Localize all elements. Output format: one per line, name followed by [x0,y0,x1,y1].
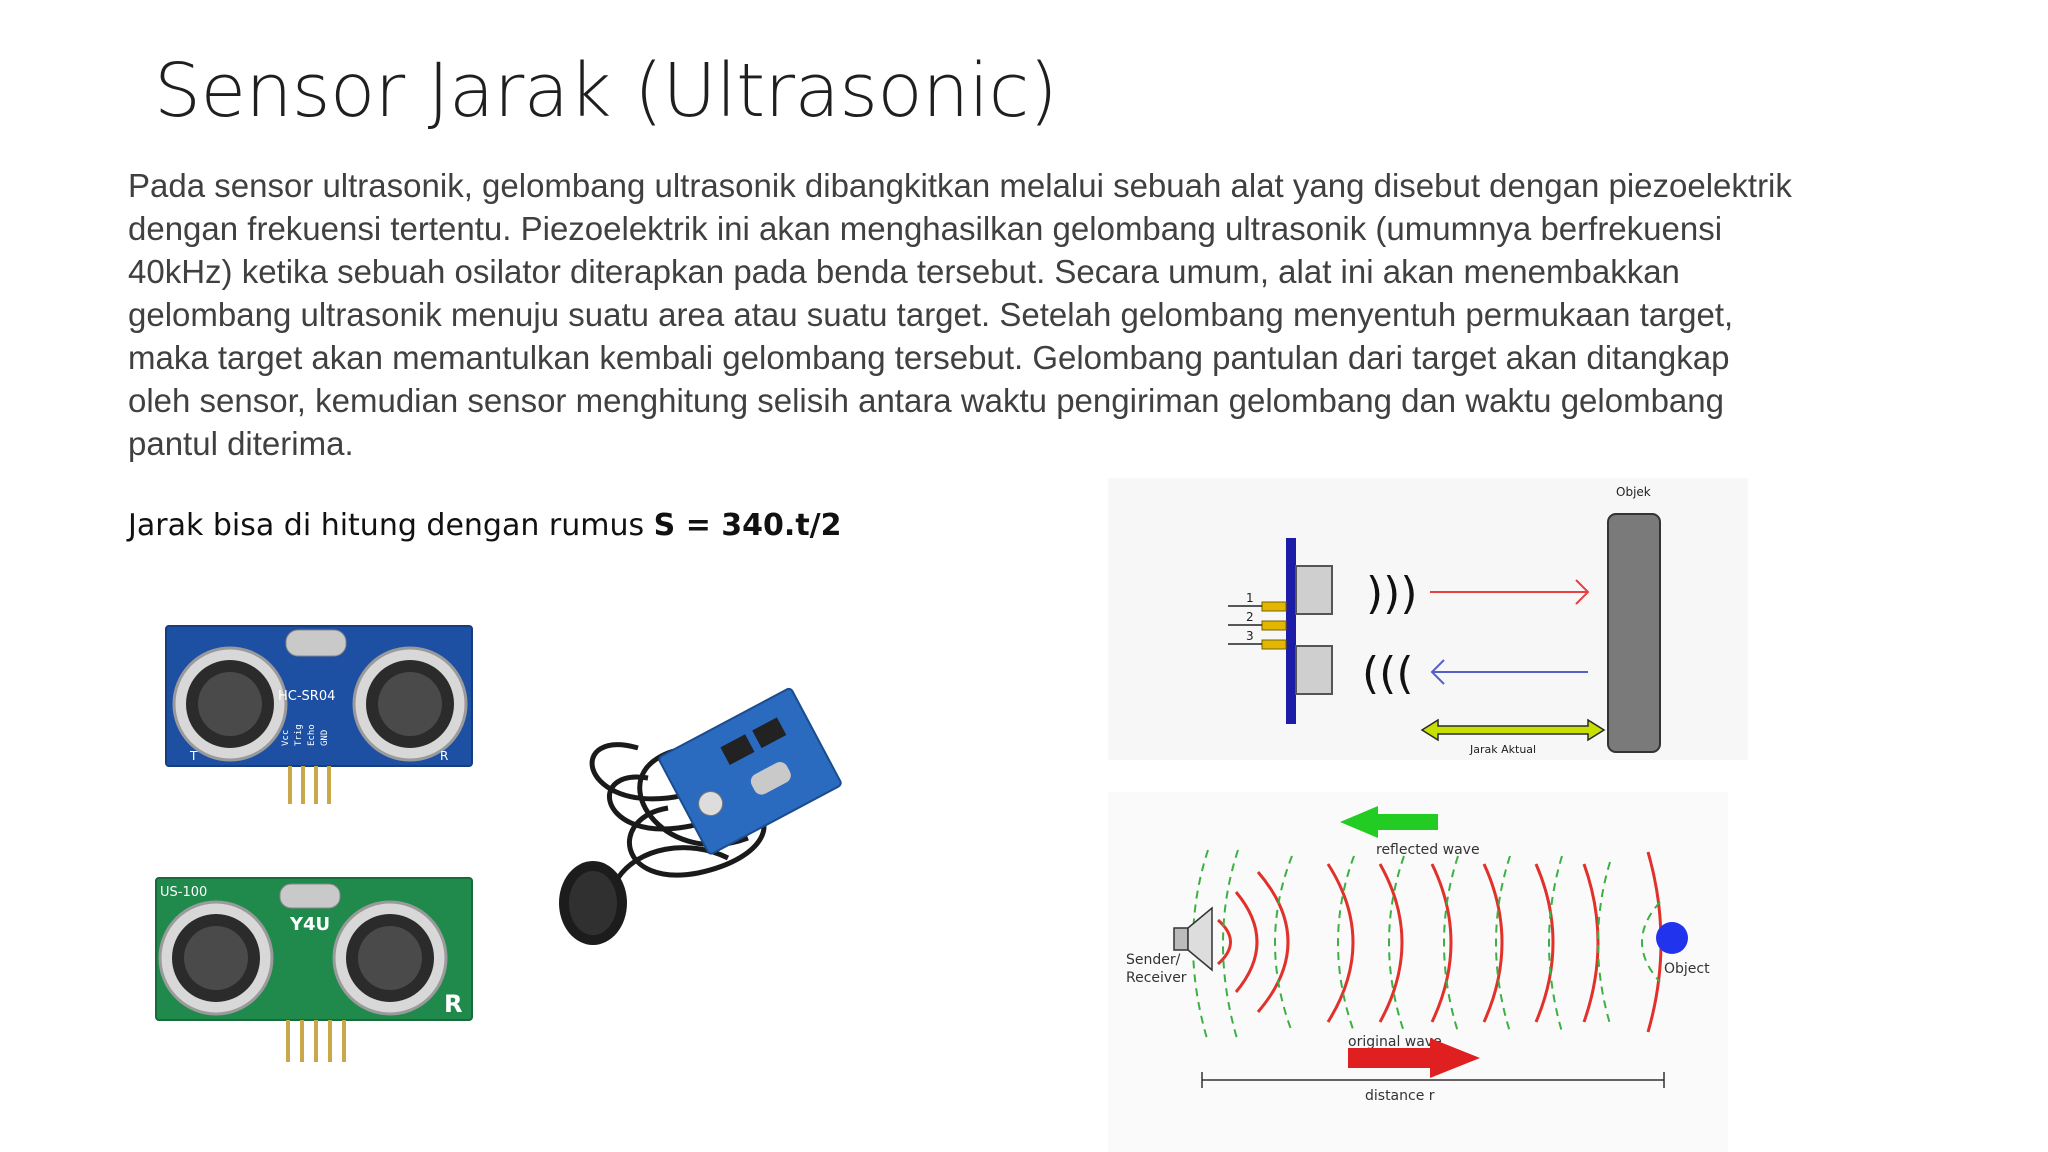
receiver-label: Receiver [1126,970,1187,986]
distance-label: Jarak Aktual [1469,743,1536,756]
body-line: 40kHz) ketika sebuah osilator diterapkan… [128,253,1680,290]
ultrasonic-distance-diagram: 1 2 3 ))) ((( Objek Jarak Aktual [1108,478,1748,760]
body-line: oleh sensor, kemudian sensor menghitung … [128,382,1724,419]
us100-label: US-100 [160,885,207,900]
t-label: T [189,749,198,763]
pin-number: 3 [1246,629,1254,643]
transducer-left [158,900,274,1016]
pin-number: 1 [1246,591,1254,605]
formula-equation: S = 340.t/2 [653,508,842,543]
hcsr04-label: HC-SR04 [278,689,335,704]
pin-label: Vcc [281,730,291,746]
body-text: Pada sensor ultrasonik, gelombang ultras… [128,164,1948,465]
hcsr04-photo: HC-SR04 Vcc Trig Echo GND T R [165,625,473,804]
body-line: dengan frekuensi tertentu. Piezoelektrik… [128,210,1723,247]
pin-label: Echo [307,724,317,746]
object-label: Objek [1616,485,1651,499]
body-line: pantul diterima. [128,425,354,462]
transducer-left [172,646,288,762]
pin-label: GND [320,730,330,746]
wave-reflection-diagram: reflected wave Sender/ [1108,792,1728,1152]
pin-number: 2 [1246,610,1254,624]
original-wave-label: original wave [1348,1034,1442,1050]
us100-r-label: R [444,990,462,1018]
transducer-right [332,900,448,1016]
transducer-right [352,646,468,762]
waves-in: ((( [1362,648,1414,699]
distance-r-label: distance r [1365,1088,1435,1104]
body-line: Pada sensor ultrasonik, gelombang ultras… [128,167,1792,204]
pin-label: Trig [294,724,304,746]
formula-text: Jarak bisa di hitung dengan rumus S = 34… [128,508,842,543]
formula-prefix: Jarak bisa di hitung dengan rumus [128,508,654,543]
sender-label: Sender/ [1126,952,1181,968]
slide-title: Sensor Jarak (Ultrasonic) [154,48,1058,134]
us100-y-label: Y4U [289,914,330,935]
reflected-wave-label: reflected wave [1376,842,1480,858]
r-label: R [440,749,448,763]
waterproof-sensor-photo [559,687,842,945]
waves-out: ))) [1366,568,1418,619]
us100-photo: US-100 Y4U R [155,877,473,1062]
body-line: gelombang ultrasonik menuju suatu area a… [128,296,1734,333]
object-label: Object [1664,961,1710,977]
body-line: maka target akan memantulkan kembali gel… [128,339,1730,376]
